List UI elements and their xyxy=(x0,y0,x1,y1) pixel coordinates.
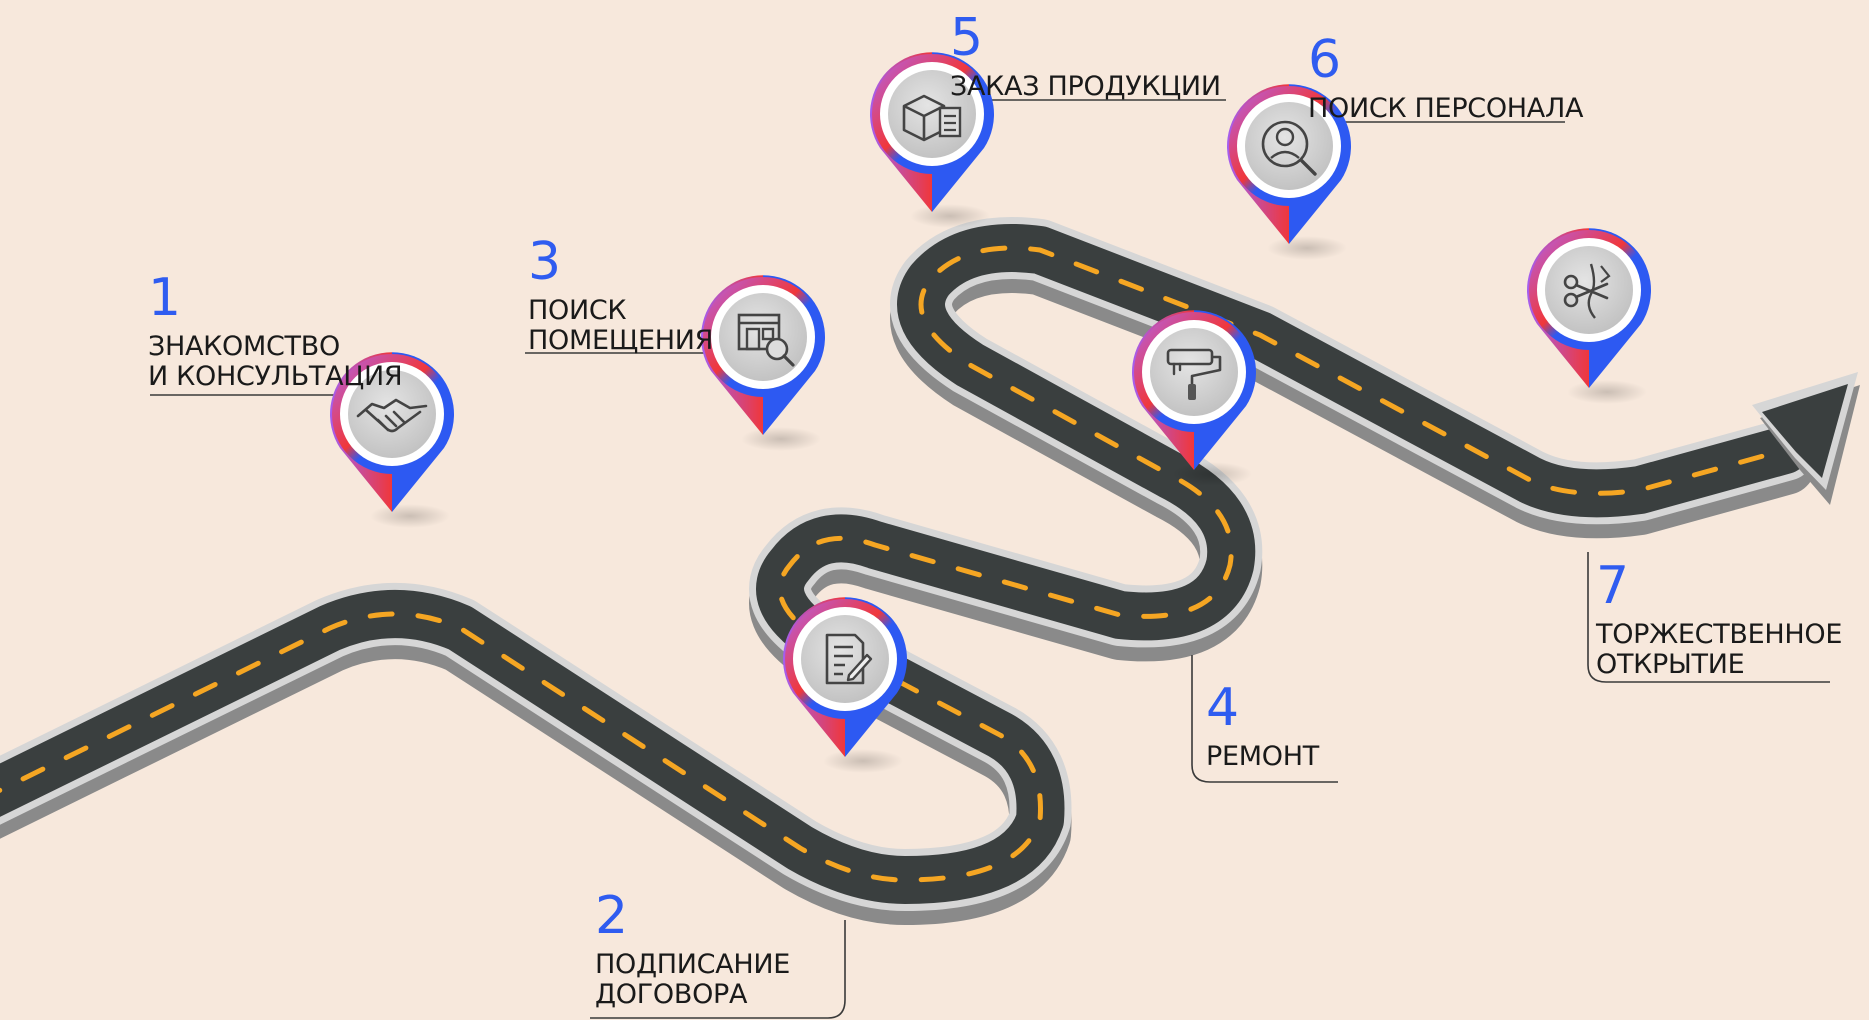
step-label-6: 6 ПОИСК ПЕРСОНАЛА xyxy=(1308,34,1583,124)
step-number: 2 xyxy=(595,886,629,946)
step-number: 5 xyxy=(950,8,984,68)
pin-6 xyxy=(1227,84,1351,260)
step-title: ПОИСК ПОМЕЩЕНИЯ xyxy=(528,295,714,356)
person-search-icon xyxy=(1261,120,1317,176)
leader-line-7 xyxy=(1587,552,1830,683)
step-label-1: 1 ЗНАКОМСТВО И КОНСУЛЬТАЦИЯ xyxy=(148,268,403,392)
step-title: ПОДПИСАНИЕ ДОГОВОРА xyxy=(595,949,791,1010)
step-label-2: 2 ПОДПИСАНИЕ ДОГОВОРА xyxy=(595,890,790,1010)
pin-1 xyxy=(330,352,454,528)
step-title: ТОРЖЕСТВЕННОЕ ОТКРЫТИЕ xyxy=(1596,619,1843,680)
step-label-3: 3 ПОИСК ПОМЕЩЕНИЯ xyxy=(528,236,713,356)
pin-5 xyxy=(870,52,994,228)
pins xyxy=(330,52,1651,773)
step-number: 4 xyxy=(1206,678,1240,738)
paint-roller-icon xyxy=(1166,348,1222,400)
store-search-icon xyxy=(737,313,795,367)
step-label-5: 5 ЗАКАЗ ПРОДУКЦИИ xyxy=(950,12,1221,102)
step-title: РЕМОНТ xyxy=(1206,741,1319,772)
step-number: 3 xyxy=(528,232,562,292)
box-checklist-icon xyxy=(902,94,962,142)
leader-line-4 xyxy=(1191,655,1338,783)
step-label-7: 7 ТОРЖЕСТВЕННОЕ ОТКРЫТИЕ xyxy=(1596,560,1842,680)
step-number: 1 xyxy=(148,268,182,328)
step-title: ЗНАКОМСТВО И КОНСУЛЬТАЦИЯ xyxy=(148,331,403,392)
pin-4 xyxy=(1132,310,1256,486)
document-sign-icon xyxy=(825,633,873,685)
road-arrow-head xyxy=(1752,372,1860,505)
pin-2 xyxy=(783,597,907,773)
step-title: ПОИСК ПЕРСОНАЛА xyxy=(1308,93,1584,124)
pin-7 xyxy=(1527,228,1651,404)
ribbon-cut-icon xyxy=(1563,263,1611,319)
handshake-icon xyxy=(356,398,428,433)
step-label-4: 4 РЕМОНТ xyxy=(1206,682,1319,772)
leader-line-2 xyxy=(590,920,846,1019)
pin-3 xyxy=(701,275,825,451)
step-title: ЗАКАЗ ПРОДУКЦИИ xyxy=(950,71,1221,102)
step-number: 6 xyxy=(1308,30,1342,90)
step-number: 7 xyxy=(1596,556,1630,616)
